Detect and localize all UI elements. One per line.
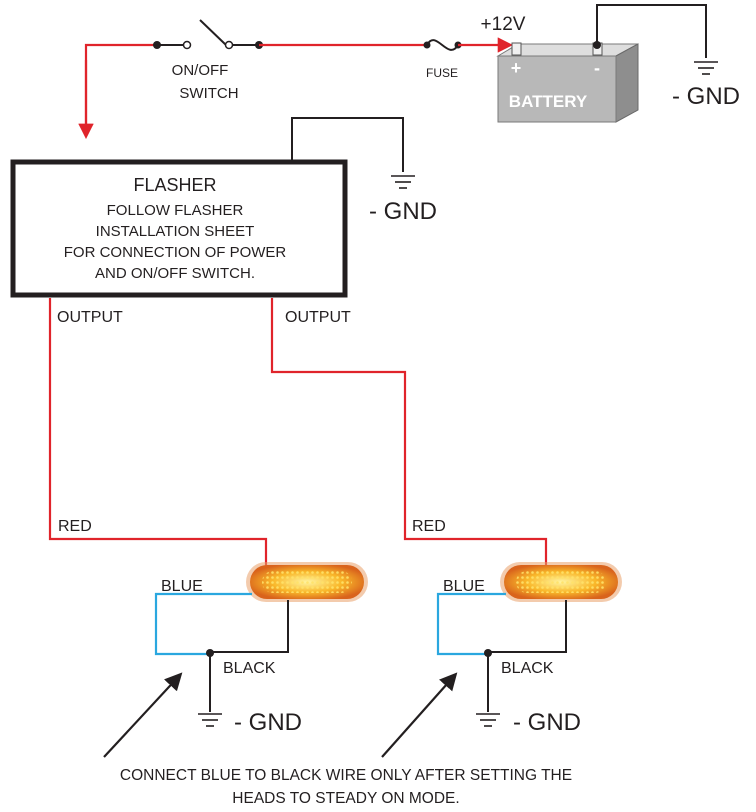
ground-led-right-icon xyxy=(476,713,500,727)
red-wire-to-flasher xyxy=(84,43,157,131)
blue-wire-left xyxy=(154,592,252,656)
blue-left-label: BLUE xyxy=(161,578,203,595)
ground-flasher-icon xyxy=(391,175,415,189)
black-wire-left xyxy=(209,600,289,712)
black-left-label: BLACK xyxy=(223,660,276,677)
note-arrow-right-icon xyxy=(381,672,458,758)
flasher-instruction-line3: FOR CONNECTION OF POWER xyxy=(64,244,287,261)
switch-label-line1: ON/OFF xyxy=(172,62,229,79)
red-wire-output-right xyxy=(270,298,548,566)
fuse-label: FUSE xyxy=(426,66,458,80)
battery-label: BATTERY xyxy=(509,92,588,111)
battery-minus-label: - xyxy=(594,58,600,78)
flasher-instruction-line4: AND ON/OFF SWITCH. xyxy=(95,265,255,282)
black-right-label: BLACK xyxy=(501,660,554,677)
note-line1: CONNECT BLUE TO BLACK WIRE ONLY AFTER SE… xyxy=(120,767,572,784)
flasher-instruction-line2: INSTALLATION SHEET xyxy=(96,223,255,240)
led-right-gnd-label: - GND xyxy=(513,709,581,736)
led-head-right-icon xyxy=(500,562,622,602)
flasher-instruction-line1: FOLLOW FLASHER xyxy=(107,202,244,219)
led-head-left-icon xyxy=(246,562,368,602)
blue-right-label: BLUE xyxy=(443,578,485,595)
battery-plus-label: + xyxy=(511,58,522,78)
led-left-gnd-label: - GND xyxy=(234,709,302,736)
flasher-title: FLASHER xyxy=(133,175,216,195)
flasher-box xyxy=(10,159,348,298)
switch-icon xyxy=(199,19,227,46)
note-line2: HEADS TO STEADY ON MODE. xyxy=(232,790,459,807)
fuse-icon xyxy=(426,39,459,51)
blue-wire-right xyxy=(436,592,506,656)
black-wire-battery-to-ground xyxy=(596,4,707,58)
note-arrow-left-icon xyxy=(103,672,183,758)
output-right-label: OUTPUT xyxy=(285,309,351,326)
voltage-label: +12V xyxy=(481,14,526,35)
black-wire-flasher-to-ground xyxy=(291,117,404,172)
red-left-label: RED xyxy=(58,518,92,535)
red-wire-output-left xyxy=(48,298,268,566)
switch-label-line2: SWITCH xyxy=(179,85,238,102)
battery-icon: + - BATTERY xyxy=(496,42,639,123)
ground-battery-icon xyxy=(694,61,718,75)
ground-led-left-icon xyxy=(198,713,222,727)
power-line xyxy=(78,19,514,140)
black-wire-right xyxy=(487,600,567,712)
red-right-label: RED xyxy=(412,518,446,535)
battery-gnd-label: - GND xyxy=(672,83,740,110)
flasher-gnd-label: - GND xyxy=(369,198,437,225)
output-left-label: OUTPUT xyxy=(57,309,123,326)
